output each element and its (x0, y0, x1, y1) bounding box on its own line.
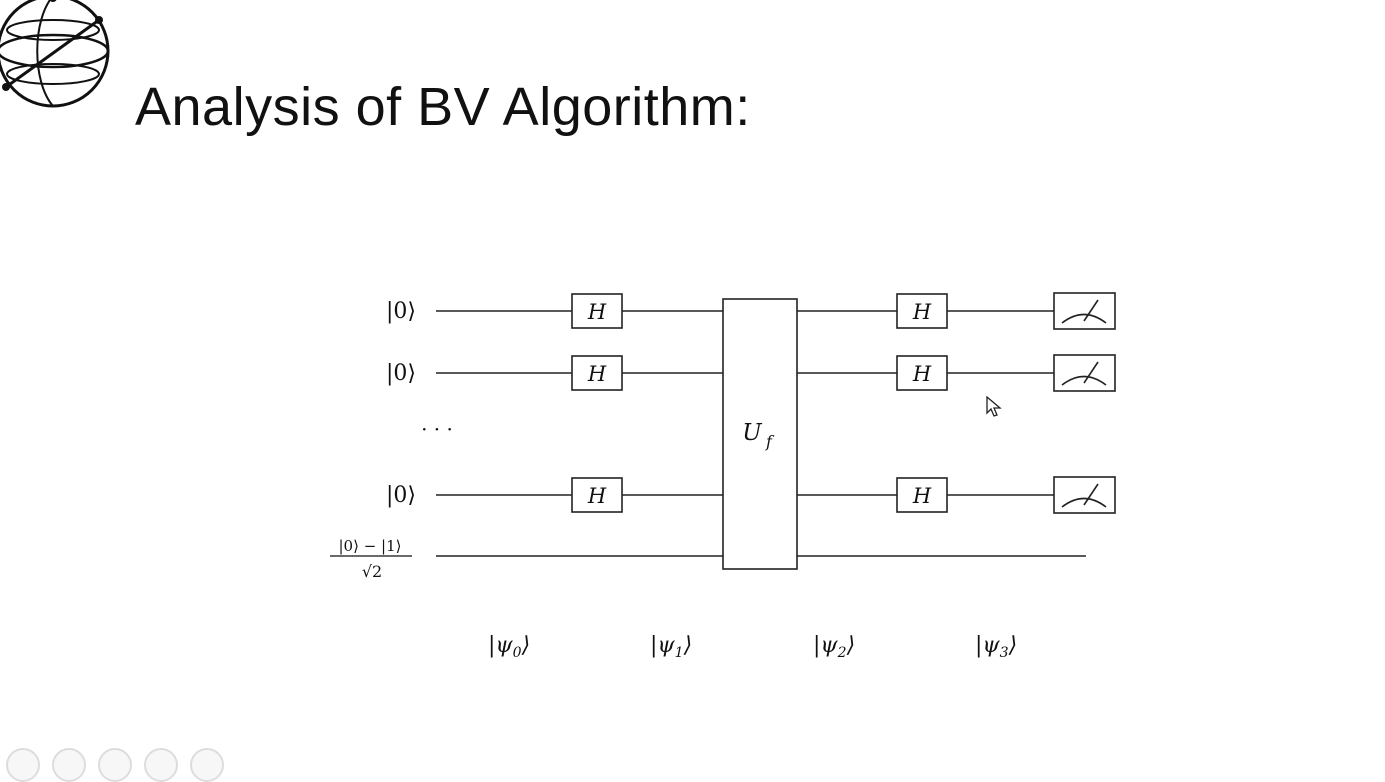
bv-circuit-diagram: |0⟩ |0⟩ · · · |0⟩ |0⟩ − |1⟩ √2 H H H U f… (330, 292, 1116, 661)
hadamard-gate-na: H (571, 477, 623, 513)
svg-text:H: H (912, 362, 932, 386)
state-label-psi1: |ψ1⟩ (650, 633, 692, 661)
meter-icon (1053, 292, 1116, 330)
hadamard-gate-1a: H (571, 293, 623, 329)
input-label-1: |0⟩ (386, 299, 416, 324)
input-label-2: |0⟩ (386, 361, 416, 386)
state-label-psi2: |ψ2⟩ (813, 633, 855, 661)
nav-dot[interactable] (144, 748, 178, 782)
state-label-psi3: |ψ3⟩ (975, 633, 1017, 661)
mouse-pointer-icon (986, 396, 1002, 417)
meter-icon (1053, 354, 1116, 392)
svg-text:|ψ3⟩: |ψ3⟩ (975, 633, 1017, 661)
nav-dot[interactable] (52, 748, 86, 782)
slide-nav-controls[interactable] (0, 748, 224, 782)
svg-text:H: H (912, 300, 932, 324)
input-label-n: |0⟩ (386, 483, 416, 508)
nav-dot[interactable] (6, 748, 40, 782)
svg-text:H: H (912, 484, 932, 508)
svg-text:H: H (587, 300, 607, 324)
svg-text:H: H (587, 362, 607, 386)
svg-text:|ψ0⟩: |ψ0⟩ (488, 633, 530, 661)
nav-dot[interactable] (98, 748, 132, 782)
meter-icon (1053, 476, 1116, 514)
hadamard-gate-1b: H (896, 293, 948, 329)
svg-text:|ψ1⟩: |ψ1⟩ (650, 633, 692, 661)
svg-text:|ψ2⟩: |ψ2⟩ (813, 633, 855, 661)
oracle-subscript: f (765, 432, 775, 451)
oracle-gate: U f (722, 298, 798, 570)
ellipsis: · · · (421, 417, 453, 441)
hadamard-gate-2b: H (896, 355, 948, 391)
ancilla-denominator: √2 (362, 562, 382, 581)
ancilla-numerator: |0⟩ − |1⟩ (338, 537, 401, 555)
bloch-sphere-logo-icon (0, 0, 110, 108)
svg-text:H: H (587, 484, 607, 508)
nav-dot[interactable] (190, 748, 224, 782)
hadamard-gate-2a: H (571, 355, 623, 391)
oracle-label: U (742, 420, 763, 446)
state-label-psi0: |ψ0⟩ (488, 633, 530, 661)
hadamard-gate-nb: H (896, 477, 948, 513)
slide-title: Analysis of BV Algorithm: (135, 77, 751, 137)
